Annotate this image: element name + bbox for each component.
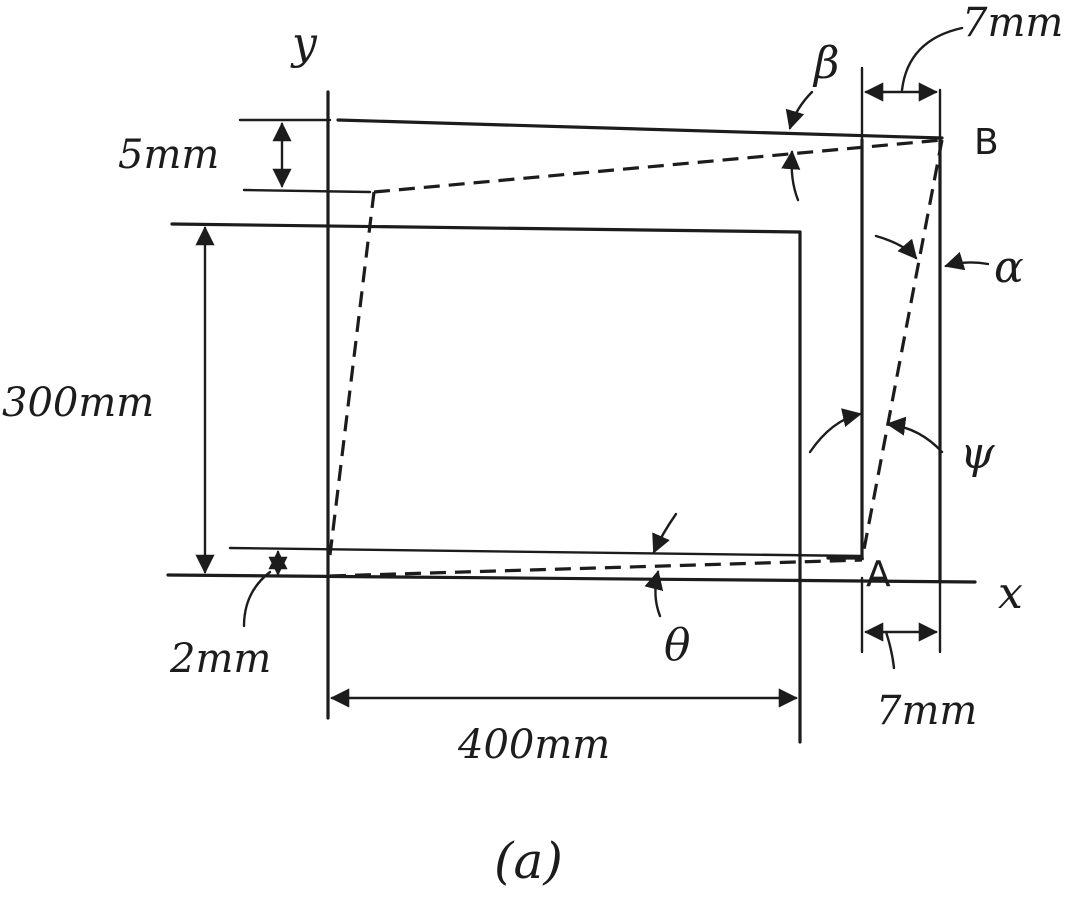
top-right-leader — [900, 26, 964, 92]
deformed-shape — [328, 138, 944, 578]
x-axis-label: x — [998, 568, 1023, 619]
top-left-ext-lower — [242, 188, 372, 194]
top-reference-line — [336, 118, 944, 140]
alpha-arrow-left — [874, 234, 918, 260]
dimension-top-left: 5mm — [118, 132, 219, 178]
bottom-reference-line — [228, 546, 862, 558]
dimension-height: 300mm — [2, 380, 154, 426]
alpha-label: α — [994, 242, 1024, 293]
psi-arrow-right — [886, 416, 944, 454]
theta-arrow-upper — [652, 512, 678, 554]
bottom-right-leader — [884, 630, 896, 670]
beta-arrow-upper — [785, 90, 814, 130]
bottom-left-leader — [242, 570, 272, 628]
dimension-bottom-right: 7mm — [876, 688, 977, 734]
theta-label: θ — [664, 620, 691, 671]
y-axis-label: y — [290, 18, 318, 69]
beta-label: β — [812, 38, 839, 89]
point-b-label: B — [974, 122, 999, 163]
dimension-bottom-left: 2mm — [169, 636, 271, 682]
alpha-arrow-right — [944, 251, 990, 271]
theta-arrow-lower — [644, 570, 664, 618]
psi-label: ψ — [960, 428, 995, 479]
beta-arrow-lower — [781, 150, 801, 202]
point-a-label: A — [866, 554, 891, 595]
undeformed-rectangle — [170, 222, 802, 744]
figure-caption: (a) — [494, 832, 563, 890]
dimension-top-right: 7mm — [962, 0, 1063, 46]
dimension-width: 400mm — [457, 722, 610, 768]
psi-arrow-left — [808, 408, 862, 454]
right-element — [826, 66, 942, 654]
x-axis — [166, 573, 977, 584]
